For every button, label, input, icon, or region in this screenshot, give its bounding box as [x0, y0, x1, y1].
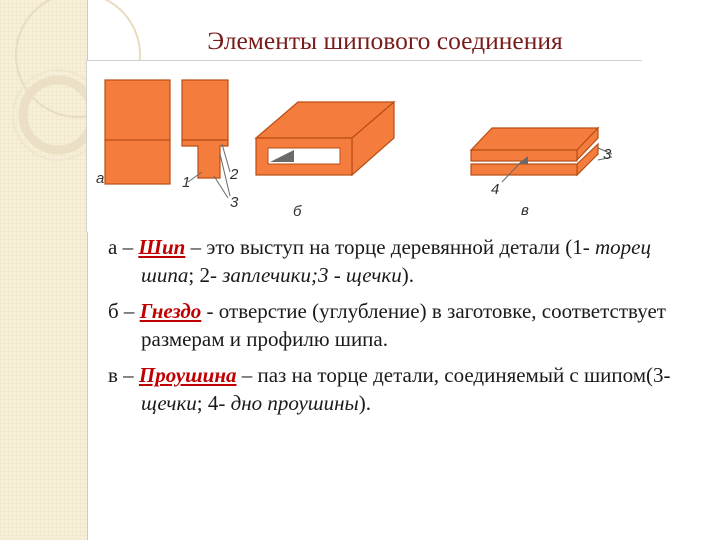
definition-separator: ; 4- [196, 391, 231, 415]
callout-number-3: 3 [230, 194, 239, 211]
callout-number-2: 2 [230, 166, 239, 183]
definition-mortise: б – Гнездо - отверстие (углубление) в за… [108, 297, 708, 353]
definition-prefix: а – [108, 235, 139, 259]
callout-number-3-bridle: 3 [603, 146, 612, 163]
slide-title: Элементы шипового соединения [207, 26, 563, 55]
tenon-drawing [104, 79, 231, 199]
joint-illustration [104, 79, 613, 199]
figure-frame-left [86, 60, 87, 232]
figure-label-v: в [521, 202, 529, 219]
side-strip-border [87, 0, 88, 540]
definition-suffix: ). [401, 263, 414, 287]
mortise-drawing [254, 100, 396, 177]
term-mortise: Гнездо [139, 299, 202, 323]
decorative-side-strip [0, 0, 87, 540]
definition-text: - отверстие (углубление) в заготовке, со… [141, 299, 666, 351]
definition-text: – паз на торце детали, соединяемый с шип… [236, 363, 671, 387]
definition-separator: ; 2- [188, 263, 223, 287]
figure-label-a: а [96, 170, 105, 187]
definition-tenon: а – Шип – это выступ на торце деревянной… [108, 233, 708, 289]
callout-number-1: 1 [182, 174, 191, 191]
callout-number-4: 4 [491, 181, 500, 198]
figure-frame-top [86, 60, 642, 61]
term-note-1: щечки [141, 391, 197, 415]
definition-text: – это выступ на торце деревянной детали … [185, 235, 595, 259]
bridle-drawing [469, 126, 613, 183]
term-note-2: заплечики;3 - щечки [222, 263, 402, 287]
term-note-1: торец шипа [141, 235, 651, 287]
definition-suffix: ). [358, 391, 372, 415]
term-note-2: дно проушины [230, 391, 359, 415]
definition-prefix: б – [108, 299, 140, 323]
definition-prefix: в – [108, 363, 139, 387]
definition-bridle: в – Проушина – паз на торце детали, соед… [108, 361, 708, 417]
figure-label-b: б [293, 203, 302, 220]
term-tenon: Шип [138, 235, 186, 259]
definitions-list: а – Шип – это выступ на торце деревянной… [108, 233, 708, 425]
term-bridle: Проушина [138, 363, 237, 387]
